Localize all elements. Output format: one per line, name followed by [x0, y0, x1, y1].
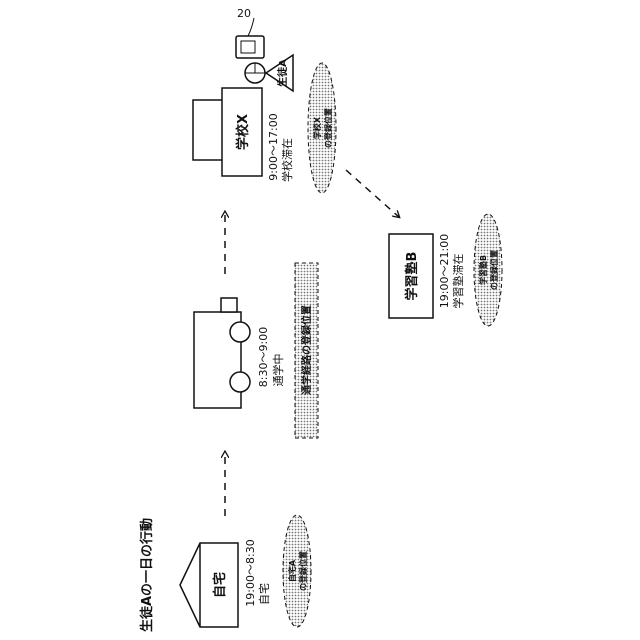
student-label: 生徒A — [276, 59, 289, 87]
cram-school-status: 学習塾滞在 — [451, 254, 465, 309]
arrow-school-to-cram — [346, 170, 399, 217]
cram-school-region-line2: の登録位置 — [489, 250, 499, 290]
home-label: 自宅 — [212, 572, 228, 598]
commute-group: 8:30～9:00 通学中 通学経路の登録位置 — [194, 263, 318, 438]
home-group: 自宅 19:00～8:30 自宅 自宅A の登録位置 — [180, 515, 311, 627]
school-status: 学校滞在 — [280, 138, 294, 182]
commute-region-label: 通学経路の登録位置 — [300, 305, 313, 395]
school-region-line2: の登録位置 — [323, 108, 333, 148]
cram-school-label: 学習塾B — [404, 252, 420, 301]
bus-wheel-rear-icon — [230, 372, 250, 392]
student-group: 20 生徒A — [236, 7, 293, 91]
bus-front-icon — [221, 298, 237, 312]
cram-school-time: 19:00～21:00 — [438, 234, 451, 308]
cram-school-group: 学習塾B 19:00～21:00 学習塾滞在 学習塾B の登録位置 — [389, 214, 502, 326]
school-label: 学校X — [235, 114, 251, 150]
home-status: 自宅 — [257, 583, 271, 605]
school-region-line1: 学校X — [312, 116, 322, 139]
mobile-device-screen — [241, 41, 255, 53]
commute-status: 通学中 — [271, 354, 285, 387]
home-icon — [180, 543, 238, 627]
home-region-line1: 自宅A — [287, 559, 297, 582]
home-region-line2: の登録位置 — [298, 551, 308, 591]
diagram-title: 生徒Aの一日の行動 — [139, 518, 155, 632]
school-group: 学校X 9:00～17:00 学校滞在 学校X の登録位置 — [193, 63, 336, 193]
device-reference-number: 20 — [237, 7, 251, 20]
school-time: 9:00～17:00 — [267, 113, 280, 180]
home-time: 19:00～8:30 — [244, 539, 257, 606]
school-building-back — [193, 100, 223, 160]
cram-school-region-line1: 学習塾B — [478, 255, 488, 285]
device-reference-leader — [248, 18, 254, 36]
bus-wheel-front-icon — [230, 322, 250, 342]
commute-time: 8:30～9:00 — [257, 327, 270, 387]
